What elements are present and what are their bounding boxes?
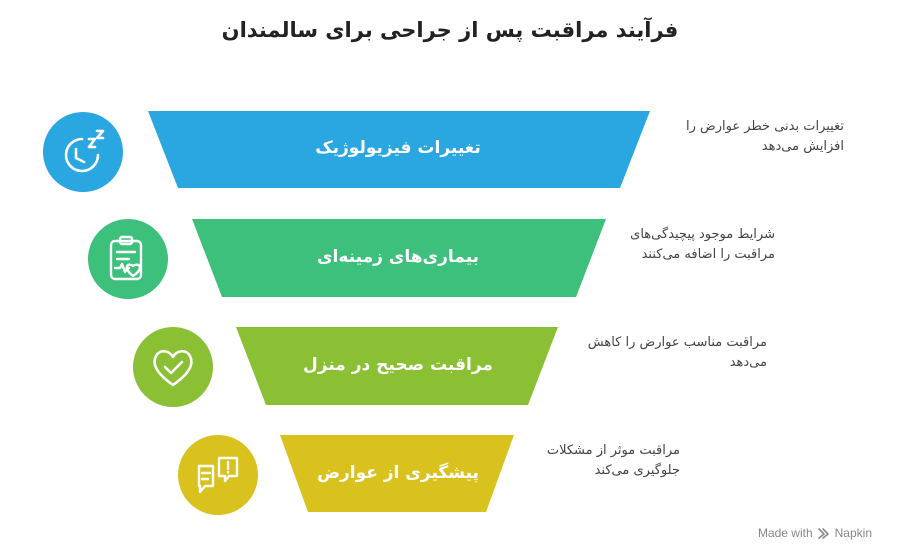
napkin-brand-text: Napkin <box>834 526 872 540</box>
stage-2-label: بیماری‌های زمینه‌ای <box>316 247 480 267</box>
napkin-attribution: Made with Napkin <box>758 526 872 540</box>
stage-2-description-line-1: شرایط موجود پیچیدگی‌های <box>630 227 775 242</box>
funnel-band-4 <box>280 435 514 512</box>
stage-1-icon-circle <box>43 112 123 192</box>
stage-2-description-line-2: مراقبت را اضافه می‌کنند <box>641 247 775 262</box>
stage-1-description-line-1: تغییرات بدنی خطر عوارض را <box>685 119 844 134</box>
stage-2-icon-circle <box>88 219 168 299</box>
stage-1-description: تغییرات بدنی خطر عوارض را افزایش می‌دهد <box>666 117 844 157</box>
stage-3-description: مراقبت مناسب عوارض را کاهش می‌دهد <box>572 333 767 373</box>
funnel-band-2 <box>192 219 606 297</box>
stage-3-label: مراقبت صحیح در منزل <box>303 355 493 375</box>
made-with-text: Made with <box>757 526 813 540</box>
stage-4-description: مراقبت موثر از مشکلات جلوگیری می‌کند <box>530 441 680 481</box>
stage-4-label: پیشگیری از عوارض <box>317 463 479 483</box>
stage-3-description-line-1: مراقبت مناسب عوارض را کاهش <box>587 335 767 350</box>
napkin-logo-icon <box>817 528 829 539</box>
stage-1-label: تغییرات فیزیولوژیک <box>315 138 481 158</box>
stage-3-description-line-2: می‌دهد <box>729 355 767 370</box>
sleep-clock-icon <box>64 129 105 173</box>
alert-chat-icon <box>197 456 239 494</box>
stage-1-description-line-2: افزایش می‌دهد <box>761 139 844 154</box>
stage-3-icon-circle <box>133 327 213 407</box>
stage-2-description: شرایط موجود پیچیدگی‌های مراقبت را اضافه … <box>620 225 775 265</box>
funnel-band-3 <box>236 327 558 405</box>
funnel-band-1 <box>148 111 650 188</box>
diagram-title: فرآیند مراقبت پس از جراحی برای سالمندان <box>221 18 679 42</box>
health-clipboard-icon <box>109 235 143 281</box>
heart-check-icon <box>153 349 193 387</box>
stage-4-description-line-2: جلوگیری می‌کند <box>594 463 680 478</box>
stage-4-description-line-1: مراقبت موثر از مشکلات <box>546 443 680 458</box>
stage-4-icon-circle <box>178 435 258 515</box>
